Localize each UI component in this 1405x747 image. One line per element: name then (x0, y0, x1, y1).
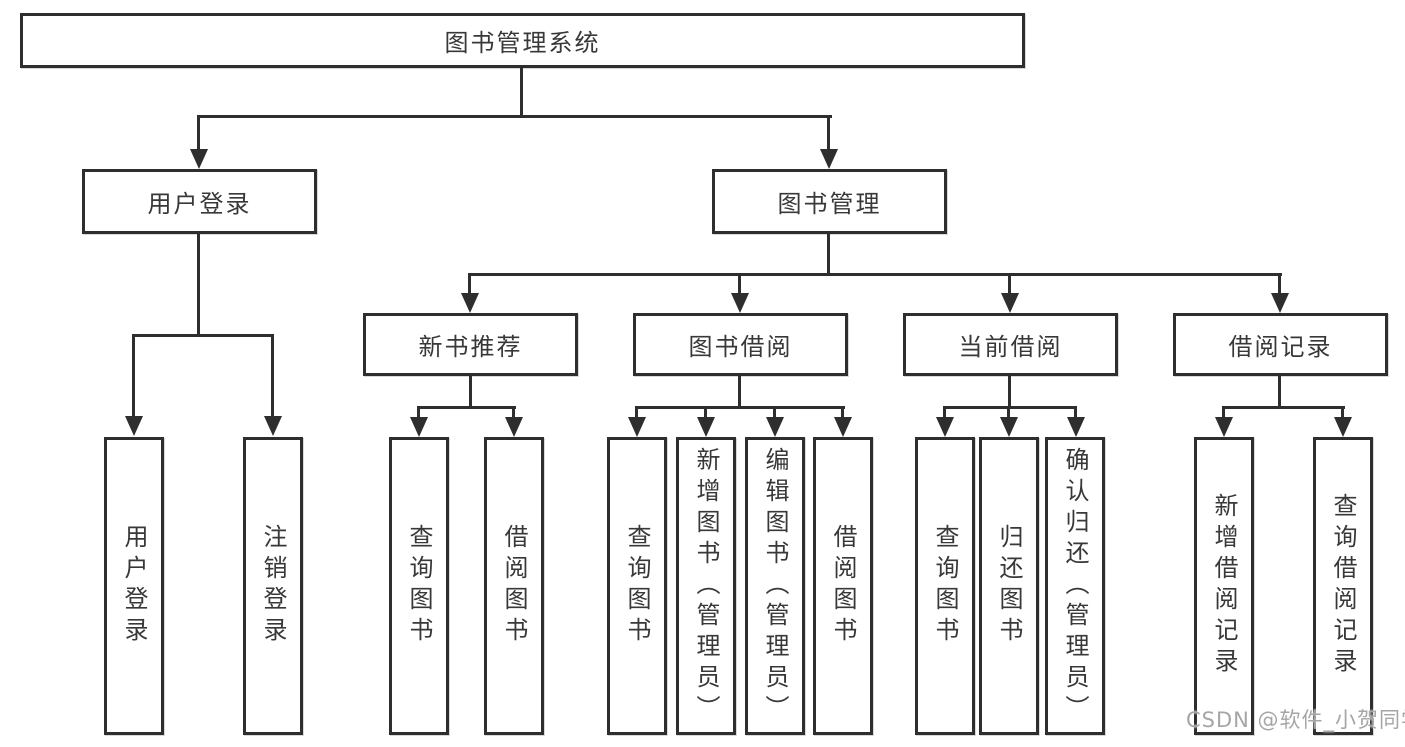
connector-recommend-rail (417, 406, 516, 409)
node-leaf-return-books: 归还图书 (979, 437, 1039, 735)
connector-records-rail (1222, 406, 1345, 409)
connector-borrow-rail (635, 406, 845, 409)
node-leaf-current-query-books: 查询图书 (915, 437, 975, 735)
connector-current-rail (943, 406, 1077, 409)
node-leaf-recommend-borrow-books: 借阅图书 (484, 437, 544, 735)
node-borrow-records: 借阅记录 (1173, 313, 1388, 376)
connector-mgmt-rail (468, 273, 1282, 276)
arrow-to-recommend-borrow (512, 406, 515, 417)
arrow-to-current-query (943, 406, 946, 417)
arrow-to-current-return (1007, 406, 1010, 417)
arrow-to-borrow-add (704, 406, 707, 417)
arrow-to-current-confirm (1074, 406, 1077, 417)
node-book-management: 图书管理 (712, 169, 947, 234)
arrow-to-borrow-records (1278, 273, 1281, 293)
connector-login-stem (197, 234, 200, 337)
connector-current-stem (1008, 376, 1011, 409)
node-user-login-group: 用户登录 (82, 169, 317, 234)
node-leaf-confirm-return-admin: 确认归还（管理员） (1045, 437, 1105, 735)
node-library-management-system: 图书管理系统 (20, 13, 1025, 68)
connector-mgmt-stem (827, 234, 830, 276)
connector-borrow-stem (738, 376, 741, 409)
node-leaf-add-books-admin: 新增图书（管理员） (676, 437, 736, 735)
node-current-borrow: 当前借阅 (903, 313, 1118, 376)
node-leaf-borrow-query-books: 查询图书 (607, 437, 667, 735)
connector-login-rail (132, 334, 274, 337)
arrow-to-recommend-query (417, 406, 420, 417)
arrow-to-book-management (827, 115, 830, 149)
arrow-to-borrow-edit (773, 406, 776, 417)
node-leaf-logout: 注销登录 (243, 437, 303, 735)
node-leaf-recommend-query-books: 查询图书 (389, 437, 449, 735)
node-new-book-recommend: 新书推荐 (363, 313, 578, 376)
connector-root-stem (520, 67, 523, 118)
node-leaf-edit-books-admin: 编辑图书（管理员） (745, 437, 805, 735)
arrow-to-current-borrow (1008, 273, 1011, 293)
csdn-watermark: CSDN @软件_小贺同学 (1186, 708, 1405, 732)
connector-recommend-stem (469, 376, 472, 409)
node-leaf-borrow-books: 借阅图书 (813, 437, 873, 735)
arrow-to-borrow-lend (841, 406, 844, 417)
connector-records-stem (1278, 376, 1281, 409)
arrow-to-records-add (1222, 406, 1225, 417)
node-leaf-query-borrow-record: 查询借阅记录 (1313, 437, 1373, 735)
arrow-to-book-borrow (738, 273, 741, 293)
arrow-to-logout-leaf (271, 334, 274, 416)
node-book-borrow: 图书借阅 (633, 313, 848, 376)
arrow-to-records-query (1341, 406, 1344, 417)
arrow-to-borrow-query (635, 406, 638, 417)
arrow-to-user-login (197, 115, 200, 149)
arrow-to-new-book-recommend (468, 273, 471, 293)
node-leaf-add-borrow-record: 新增借阅记录 (1194, 437, 1254, 735)
arrow-to-login-leaf (132, 334, 135, 416)
connector-root-rail (197, 115, 832, 118)
node-leaf-user-login: 用户登录 (104, 437, 164, 735)
